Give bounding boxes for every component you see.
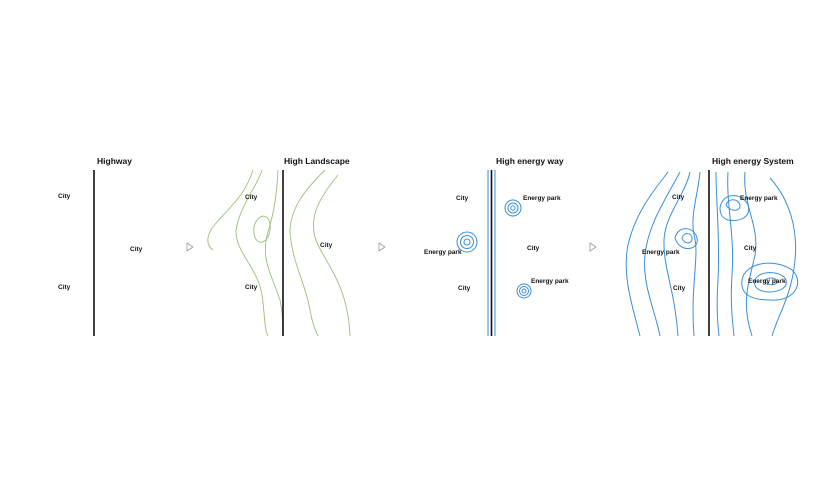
energy-contour bbox=[663, 171, 691, 337]
city-label: City bbox=[320, 242, 333, 249]
panel-high-energy-system: High energy System City City City Energy… bbox=[618, 156, 799, 337]
panel-title: Highway bbox=[97, 156, 132, 166]
energy-contour bbox=[754, 272, 787, 293]
energy-contour bbox=[727, 171, 735, 337]
energy-park-label: Energy park bbox=[531, 278, 569, 285]
city-label: City bbox=[58, 193, 71, 200]
city-label: City bbox=[245, 284, 258, 291]
city-label: City bbox=[744, 245, 757, 252]
energy-park-rings bbox=[456, 231, 478, 253]
energy-park-label: Energy park bbox=[523, 195, 561, 202]
energy-contour bbox=[625, 171, 669, 337]
energy-contour bbox=[715, 171, 720, 337]
energy-contour bbox=[764, 277, 778, 286]
panel-title: High energy System bbox=[712, 156, 794, 166]
city-label: City bbox=[456, 195, 469, 202]
city-grid bbox=[394, 266, 458, 314]
energy-park-label: Energy park bbox=[424, 249, 462, 256]
city-label: City bbox=[527, 245, 540, 252]
energy-park-label: Energy park bbox=[740, 195, 778, 202]
panel-high-landscape: High Landscape City City City bbox=[198, 156, 360, 337]
energy-park-label: Energy park bbox=[642, 249, 680, 256]
city-label: City bbox=[458, 285, 471, 292]
panel-high-energy-way: High energy way City City City Energy pa… bbox=[394, 156, 569, 336]
energy-contour bbox=[674, 228, 698, 249]
step-arrow-icon bbox=[186, 242, 194, 252]
step-arrow-icon bbox=[378, 242, 386, 252]
city-label: City bbox=[58, 284, 71, 291]
energy-contour bbox=[725, 199, 741, 211]
city-grid bbox=[418, 173, 464, 210]
city-grid bbox=[1, 266, 65, 314]
landscape-contour bbox=[313, 174, 351, 337]
city-label: City bbox=[673, 285, 686, 292]
landscape-contour bbox=[253, 215, 271, 243]
city-label: City bbox=[672, 194, 685, 201]
landscape-contour bbox=[207, 169, 254, 251]
energy-contour bbox=[692, 171, 701, 337]
city-grid bbox=[209, 173, 255, 210]
energy-contour bbox=[644, 171, 681, 337]
landscape-contour bbox=[289, 169, 326, 337]
city-label: City bbox=[130, 246, 143, 253]
panel-highway: Highway City City City bbox=[1, 156, 176, 336]
energy-park-label: Energy park bbox=[748, 278, 786, 285]
energy-contour bbox=[719, 195, 750, 221]
landscape-contour bbox=[235, 169, 269, 337]
energy-contour bbox=[681, 233, 693, 244]
landscape-contour bbox=[264, 169, 284, 337]
city-grid bbox=[130, 229, 176, 259]
city-grid bbox=[636, 173, 682, 210]
panel-title: High energy way bbox=[496, 156, 564, 166]
energy-park-rings bbox=[516, 283, 532, 299]
step-arrow-icon bbox=[589, 242, 597, 252]
city-label: City bbox=[245, 194, 258, 201]
energy-contour bbox=[744, 171, 757, 337]
energy-park-rings bbox=[504, 199, 522, 217]
panel-title: High Landscape bbox=[284, 156, 350, 166]
energy-contour bbox=[769, 177, 797, 337]
energy-contour bbox=[741, 262, 799, 301]
